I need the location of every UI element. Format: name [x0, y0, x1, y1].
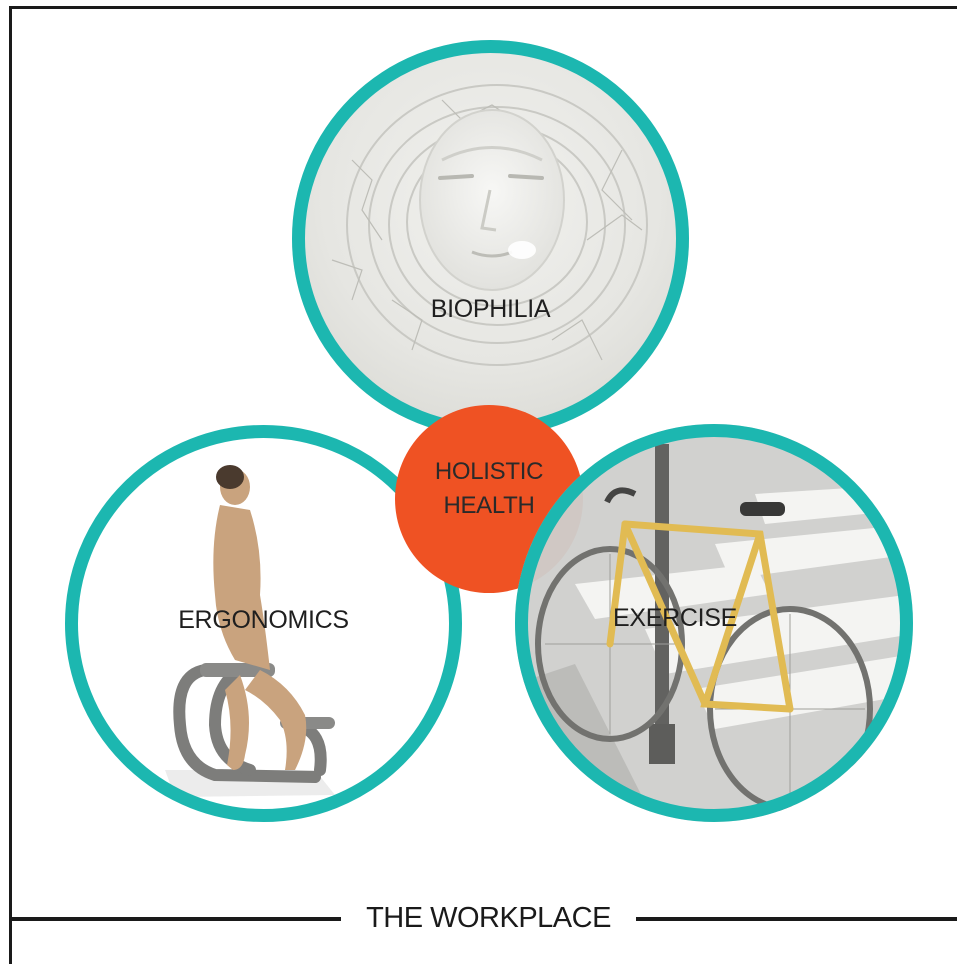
frame-bottom-line-left — [9, 917, 341, 921]
frame-bottom-line-right — [636, 917, 957, 921]
ergonomics-label: ERGONOMICS — [65, 606, 462, 635]
cracked-clay-face-image — [292, 40, 689, 437]
workplace-label: THE WORKPLACE — [341, 898, 636, 938]
biophilia-label: BIOPHILIA — [292, 295, 689, 324]
frame-top-line — [9, 6, 957, 9]
biophilia-circle — [292, 40, 689, 437]
exercise-label: EXERCISE — [515, 604, 835, 633]
frame-left-line — [9, 6, 12, 964]
